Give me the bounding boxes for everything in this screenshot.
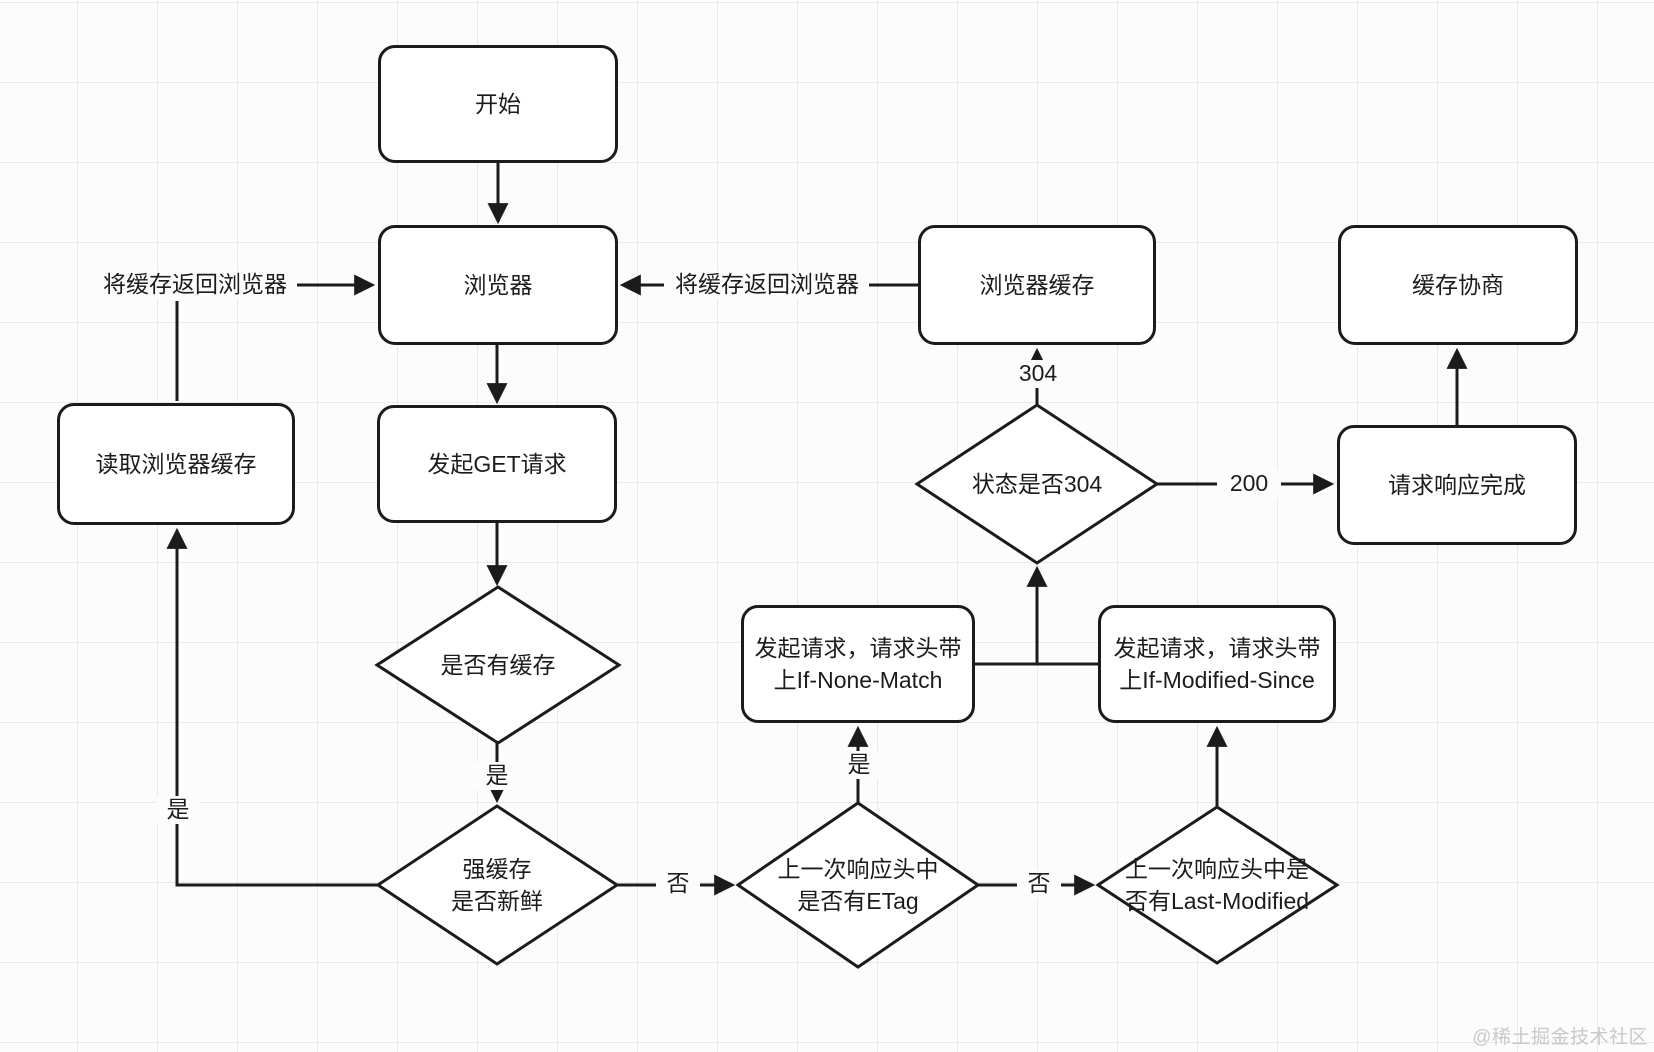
- edge-label-yes-left-line: 是: [156, 796, 200, 824]
- watermark: @稀土掘金技术社区: [1472, 1027, 1648, 1048]
- node-get-request: 发起GET请求: [377, 405, 617, 523]
- edge-label-no-after-strong-cache: 否: [656, 870, 700, 898]
- edge-label-return-cache-right: 将缓存返回浏览器: [665, 271, 869, 299]
- diamond-has-cache: [374, 585, 622, 745]
- edge-label-yes-above-etag: 是: [837, 751, 881, 779]
- node-if-modified-since: 发起请求，请求头带 上If-Modified-Since: [1098, 605, 1336, 723]
- node-browser-cache: 浏览器缓存: [918, 225, 1156, 345]
- diamond-strong-cache-fresh: [375, 804, 620, 966]
- node-response-done: 请求响应完成: [1337, 425, 1577, 545]
- edge-label-return-cache-left: 将缓存返回浏览器: [93, 271, 297, 299]
- node-read-browser-cache: 读取浏览器缓存: [57, 403, 295, 525]
- edge-label-304: 304: [1006, 360, 1070, 388]
- node-start: 开始: [378, 45, 618, 163]
- edge-label-yes-below-has-cache: 是: [475, 762, 519, 790]
- node-if-none-match: 发起请求，请求头带 上If-None-Match: [741, 605, 975, 723]
- diamond-has-last-modified: [1095, 805, 1340, 965]
- edge-label-no-after-etag: 否: [1017, 870, 1061, 898]
- edge-strong-cache-yes-to-read-cache: [166, 527, 378, 887]
- node-cache-negotiation: 缓存协商: [1338, 225, 1578, 345]
- edge-label-200: 200: [1217, 470, 1281, 498]
- diamond-status-304: [914, 403, 1160, 565]
- diamond-has-etag: [735, 801, 981, 969]
- node-browser: 浏览器: [378, 225, 618, 345]
